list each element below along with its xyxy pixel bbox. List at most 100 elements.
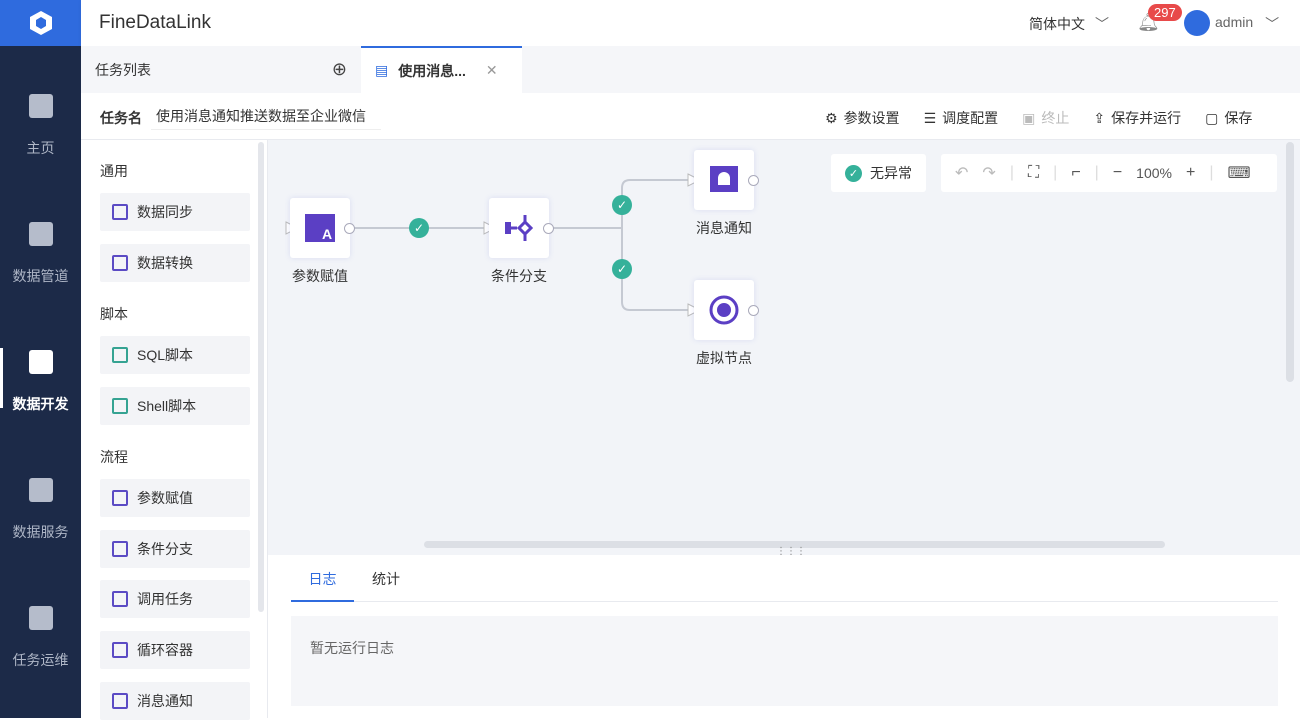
node-condition-branch[interactable] [489,198,549,258]
node-palette: 通用 数据同步 数据转换 脚本 SQL脚本 Shell脚本 流程 参数赋值 条件… [81,140,268,720]
top-header: FineDataLink 简体中文﹀ 🔔︎ 297 admin﹀ [81,0,1300,46]
task-name-input[interactable] [151,103,381,130]
node-virtual[interactable] [694,280,754,340]
palette-item[interactable]: 参数赋值 [100,479,250,517]
bell-icon [710,166,738,192]
success-check-icon: ✓ [612,195,632,215]
dev-icon [28,350,53,374]
sidebar-item-home[interactable]: 主页 [0,62,81,190]
redo-icon[interactable]: ↷ [982,165,996,182]
logo-icon [29,11,52,35]
tab-log[interactable]: 日志 [291,569,354,602]
sidebar-item-ops[interactable]: 任务运维 [0,574,81,702]
output-port[interactable] [748,175,759,186]
workflow-canvas[interactable]: A 参数赋值 ✓ 条件分支 ✓ ✓ 消息通知 虚拟节点 ✓无异常 ↶↷ | ⛶ … [268,140,1300,557]
vertical-scrollbar[interactable] [1286,142,1294,382]
task-toolbar: 任务名 ⚙参数设置 ☰调度配置 ▣终止 ⇪ 保存并运行 ▢保存 [81,93,1300,140]
label: 保存并运行 [1111,110,1182,126]
output-port[interactable] [543,223,554,234]
palette-item[interactable]: Shell脚本 [100,387,250,425]
output-port[interactable] [748,305,759,316]
scrollbar[interactable] [258,142,264,612]
palette-item[interactable]: 数据转换 [100,244,250,282]
loop-icon [112,642,128,658]
zoom-out-icon[interactable]: − [1112,164,1123,181]
close-icon[interactable]: ✕ [485,62,498,78]
home-icon [28,94,53,118]
clipboard-icon [28,606,53,630]
stop-button[interactable]: ▣终止 [1022,108,1069,128]
resize-handle[interactable]: ⋮⋮⋮ [776,546,806,557]
nav-label: 主页 [26,140,55,156]
palette-item[interactable]: 数据同步 [100,193,250,231]
divider: | [1053,164,1058,181]
nav-label: 数据服务 [12,524,69,540]
empty-log-text: 暂无运行日志 [310,640,394,656]
success-check-icon: ✓ [612,259,632,279]
username: admin [1215,14,1254,30]
tab-task-list[interactable]: 任务列表 ⊕ [81,46,361,93]
user-menu[interactable]: admin ﹀ [1215,14,1279,34]
param-assign-icon [112,490,128,506]
sidebar-item-service[interactable]: 数据服务 [0,446,81,574]
edge [548,179,688,311]
tab-label: 任务列表 [95,61,151,78]
palette-item[interactable]: 调用任务 [100,580,250,618]
keyboard-icon[interactable]: ⌨ [1227,165,1251,182]
label: SQL脚本 [137,347,194,363]
save-button[interactable]: ▢保存 [1205,108,1252,128]
logo[interactable] [0,0,81,46]
node-param-assign[interactable]: A [290,198,350,258]
zoom-level: 100% [1136,165,1172,181]
add-tab-icon[interactable]: ⊕ [331,59,347,79]
avatar[interactable] [1184,10,1210,36]
save-run-button[interactable]: ⇪ 保存并运行 [1093,108,1181,128]
language-select[interactable]: 简体中文﹀ [1029,14,1109,34]
node-message-notify[interactable] [694,150,754,210]
label: 循环容器 [137,642,193,658]
tab-active-task[interactable]: ▤使用消息...✕ [361,46,522,93]
tab-stats[interactable]: 统计 [372,569,400,589]
sidebar-item-pipeline[interactable]: 数据管道 [0,190,81,318]
node-label: 虚拟节点 [696,350,752,366]
canvas-toolbar: ↶↷ | ⛶ | ⌐ | − 100% + | ⌨ [941,154,1277,192]
undo-icon[interactable]: ↶ [955,165,969,182]
nav-label: 任务运维 [12,652,69,668]
palette-item[interactable]: 循环容器 [100,631,250,669]
task-file-icon: ▤ [375,62,389,78]
palette-item[interactable]: 条件分支 [100,530,250,568]
shell-icon [112,398,128,414]
tab-bar: 任务列表 ⊕ ▤使用消息...✕ [81,46,1300,93]
success-check-icon: ✓ [845,164,862,182]
node-label: 条件分支 [491,268,547,284]
schedule-button[interactable]: ☰调度配置 [924,108,999,128]
success-check-icon: ✓ [409,218,429,238]
tab-label: 统计 [372,571,400,587]
save-run-icon: ⇪ [1093,109,1106,126]
label: Shell脚本 [137,398,197,414]
output-port[interactable] [344,223,355,234]
label: 保存 [1224,110,1253,126]
layout-icon[interactable]: ⌐ [1071,164,1081,181]
palette-item[interactable]: SQL脚本 [100,336,250,374]
tab-label: 日志 [308,571,337,587]
label: 消息通知 [137,693,193,709]
message-icon [112,693,128,709]
param-assign-icon: A [305,214,335,242]
params-button[interactable]: ⚙参数设置 [825,108,900,128]
sliders-icon: ☰ [923,109,937,126]
log-panel: 日志 统计 暂无运行日志 [268,555,1300,718]
horizontal-scrollbar[interactable] [424,541,1165,548]
task-name-label: 任务名 [100,110,142,126]
palette-item[interactable]: 消息通知 [100,682,250,720]
fit-view-icon[interactable]: ⛶ [1027,164,1040,181]
zoom-in-icon[interactable]: + [1185,164,1196,181]
label: 数据转换 [137,255,193,271]
label: 数据同步 [137,204,193,220]
data-sync-icon [112,204,128,220]
sidebar-item-dev[interactable]: 数据开发 [0,318,81,446]
chevron-down-icon: ﹀ [1265,16,1280,32]
call-task-icon [112,591,128,607]
label: 参数赋值 [137,490,193,506]
group-title: 流程 [100,449,128,465]
